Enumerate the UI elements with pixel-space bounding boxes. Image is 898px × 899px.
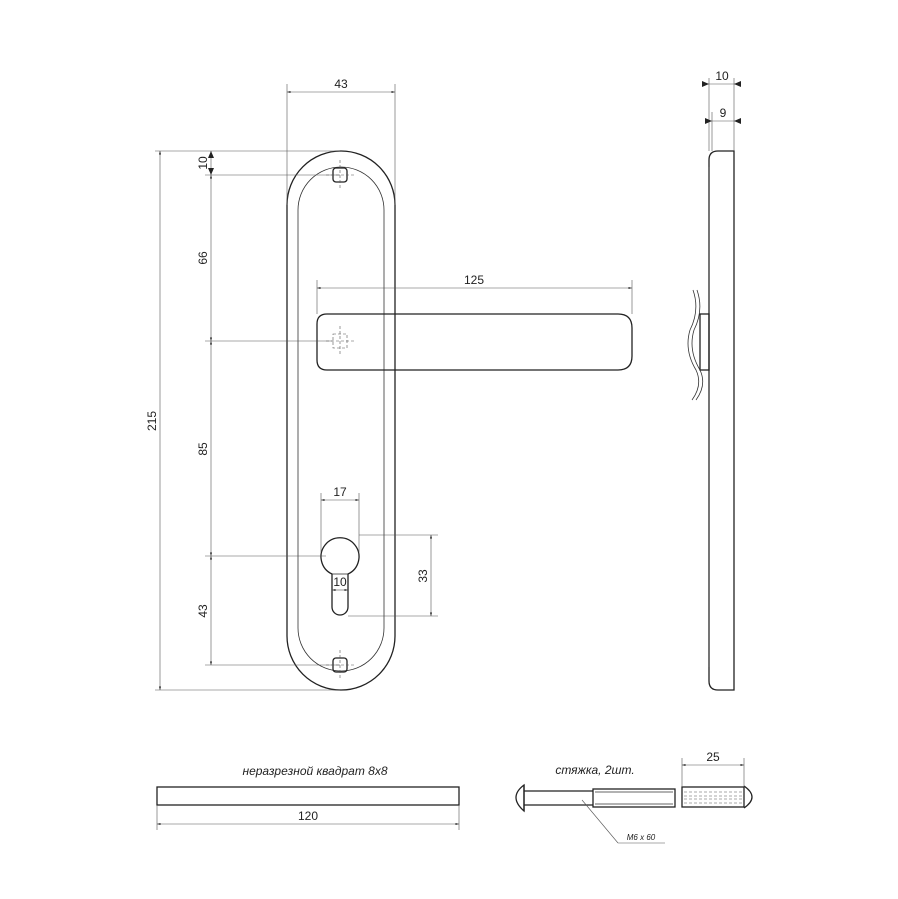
screw-size-label: М6 х 60: [627, 833, 656, 842]
dim-slot-width-label: 10: [333, 575, 347, 589]
dim-lever-length-label: 125: [464, 273, 484, 287]
dim-side-plate: 9: [705, 106, 741, 151]
screw-view: стяжка, 2шт. М6 х 60: [515, 750, 753, 844]
dim-cylinder-to-hole: 43: [196, 556, 213, 665]
dim-side-total-label: 10: [715, 69, 729, 83]
dim-lever-length: 125: [316, 273, 633, 314]
break-line: [687, 289, 700, 401]
dim-cylinder-width: 17: [320, 485, 360, 552]
dim-plate-width: 43: [286, 77, 396, 205]
side-plate: [708, 150, 735, 691]
sleeve-nut: [681, 785, 753, 809]
dim-hole-to-spindle-label: 66: [196, 251, 210, 265]
dim-cylinder-height: 33: [348, 534, 438, 617]
dim-spindle-to-cylinder: 85: [196, 341, 213, 556]
side-view: 10 9: [687, 69, 741, 691]
screws-caption: стяжка, 2шт.: [555, 763, 634, 777]
spindle-bar: [156, 786, 460, 806]
side-lever-stub: [699, 313, 710, 371]
dim-plate-height-label: 215: [145, 411, 159, 431]
dim-cylinder-width-label: 17: [333, 485, 347, 499]
dim-plate-width-label: 43: [334, 77, 348, 91]
dim-sleeve-length: 25: [681, 750, 745, 787]
dim-top-offset-label: 10: [196, 156, 210, 170]
dim-side-total: 10: [702, 69, 741, 151]
dim-hole-to-spindle: 66: [196, 175, 213, 341]
cylinder-cutout: [320, 537, 360, 616]
dim-side-plate-label: 9: [720, 106, 727, 120]
dim-top-offset: 10: [196, 151, 214, 175]
dim-spindle-length-label: 120: [298, 809, 318, 823]
dim-plate-height: 215: [145, 151, 162, 690]
spindle-view: неразрезной квадрат 8х8 120: [156, 764, 460, 830]
screw: [515, 783, 676, 813]
dim-sleeve-length-label: 25: [706, 750, 720, 764]
dim-cylinder-height-label: 33: [416, 569, 430, 583]
plate-outline: [286, 150, 396, 691]
dim-spindle-length: 120: [156, 805, 460, 830]
dim-cylinder-to-hole-label: 43: [196, 604, 210, 618]
plate-inner-outline: [297, 166, 385, 672]
dim-spindle-to-cylinder-label: 85: [196, 442, 210, 456]
front-view: 43 125 215 10 66: [145, 77, 633, 691]
screw-size-callout: М6 х 60: [581, 799, 665, 844]
spindle-caption: неразрезной квадрат 8х8: [242, 764, 387, 778]
dim-slot-width: 10: [332, 575, 348, 592]
lever-handle: [316, 313, 633, 371]
